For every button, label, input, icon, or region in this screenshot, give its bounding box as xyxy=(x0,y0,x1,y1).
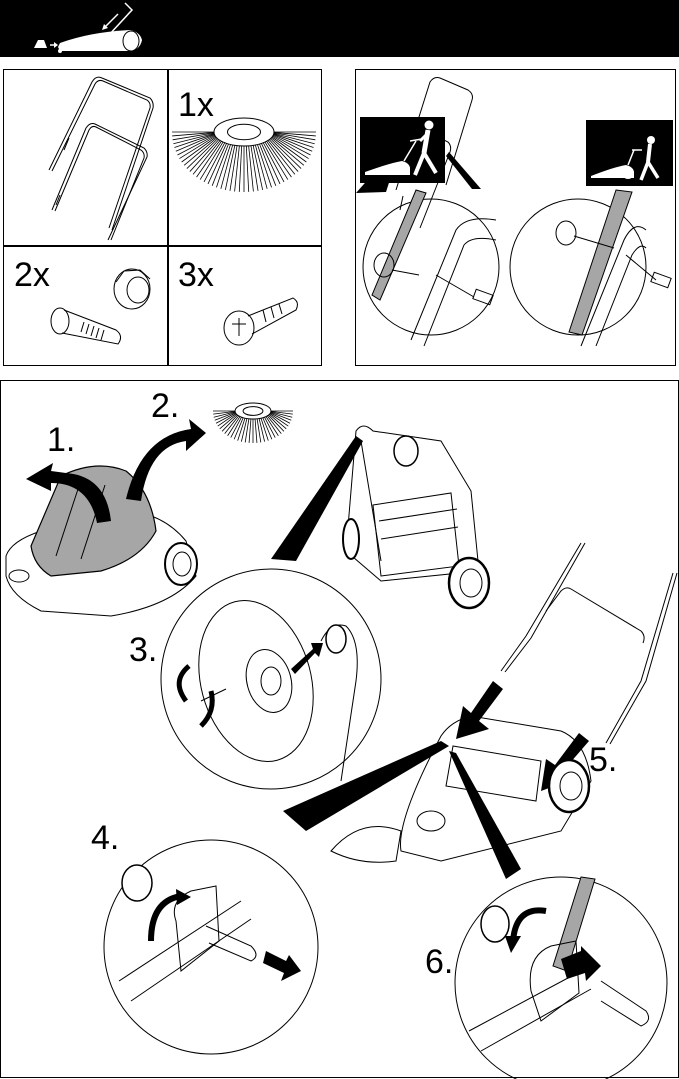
bristle xyxy=(239,139,242,192)
brush-hub xyxy=(214,118,274,146)
step-label-4: 4. xyxy=(91,821,119,855)
handle-frame-icon xyxy=(4,70,167,245)
part-bolt-and-knob: 2x xyxy=(4,246,167,366)
brush-hub xyxy=(235,403,271,419)
side-brush-icon xyxy=(168,70,322,245)
bristle xyxy=(246,139,249,192)
bristle xyxy=(264,414,278,436)
person-pushing-tall-icon xyxy=(360,117,445,183)
part-side-brush: 1x xyxy=(168,70,322,245)
step-label-5: 5. xyxy=(589,743,617,777)
steps-panel: 1. 2. 3. 4. 5. 6. xyxy=(0,380,679,1078)
bristle xyxy=(255,138,271,187)
bristle xyxy=(216,138,232,187)
bristle xyxy=(248,139,253,192)
arrow-step-2 xyxy=(126,419,206,501)
part-handle xyxy=(4,70,167,245)
bristle xyxy=(218,413,237,426)
bristle xyxy=(230,139,238,191)
step-label-3: 3. xyxy=(129,633,157,667)
part-screw: 3x xyxy=(168,246,322,366)
bolt-fasten-detail xyxy=(469,877,649,1051)
bristle xyxy=(182,136,218,163)
arrow-step-5a xyxy=(456,681,503,739)
step-label-1: 1. xyxy=(47,423,75,457)
assembly-steps-illustration xyxy=(1,381,679,1079)
bristle xyxy=(270,136,306,163)
bolt-knob-icon xyxy=(4,246,167,366)
side-brush-step-2 xyxy=(213,403,293,443)
handle-height-panel xyxy=(355,69,676,366)
bristle xyxy=(228,414,242,436)
detail-circle-step-6 xyxy=(455,877,667,1079)
bristle xyxy=(235,139,240,192)
step-label-6: 6. xyxy=(425,945,453,979)
bristle xyxy=(225,139,236,190)
bristle xyxy=(250,139,258,191)
person-pushing-short-icon xyxy=(586,120,673,186)
bristle xyxy=(268,413,286,429)
parts-panel: 1x 2x 3x xyxy=(3,69,322,366)
step-label-2: 2. xyxy=(151,389,179,423)
handle-height-illustration xyxy=(356,70,677,367)
sweeper-upright xyxy=(343,426,489,608)
detail-circle-step-3 xyxy=(161,569,381,789)
bristle xyxy=(252,139,263,190)
option-tall-user xyxy=(360,117,445,183)
header-banner xyxy=(0,0,679,57)
bristle xyxy=(204,138,227,182)
bolt-removal-detail xyxy=(119,865,301,1001)
bristle xyxy=(261,138,284,182)
option-short-user xyxy=(586,120,673,186)
bristle xyxy=(220,413,238,429)
bristle xyxy=(269,413,288,426)
sweeper-push-direction-icon xyxy=(0,0,200,57)
handle-frame-step-5 xyxy=(501,543,677,744)
sweeper-body-step-1 xyxy=(6,466,197,616)
screw-icon xyxy=(168,246,322,366)
brush-mount-detail xyxy=(179,588,357,781)
